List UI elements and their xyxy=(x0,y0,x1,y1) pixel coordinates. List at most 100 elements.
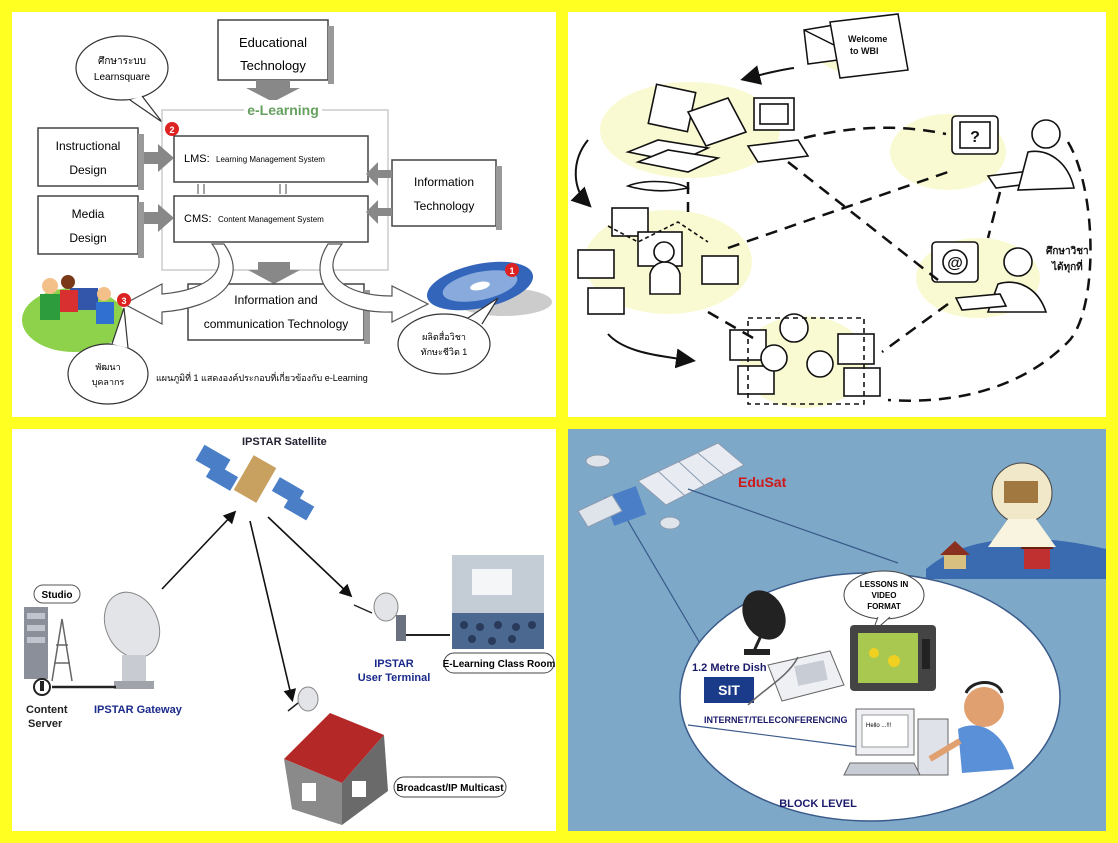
callout-course-media: ผลิตสื่อวิชา ทักษะชีวิต 1 xyxy=(397,297,499,375)
user-terminal-label: IPSTAR xyxy=(374,658,414,670)
television-icon xyxy=(850,625,936,691)
svg-text:LESSONS IN: LESSONS IN xyxy=(860,580,909,589)
arrow-down-top xyxy=(246,80,300,102)
satellite-dish-icon xyxy=(742,590,786,655)
svg-text:พัฒนา: พัฒนา xyxy=(95,362,120,372)
elearning-frame xyxy=(161,109,389,271)
arrow-left-1 xyxy=(366,162,392,186)
computer-operator-icon: Hello ...!!! xyxy=(843,681,1014,776)
arrow-right-1 xyxy=(144,144,174,172)
ipstar-gateway-label: IPSTAR Gateway xyxy=(94,704,183,716)
dish-label: 1.2 Metre Dish xyxy=(692,662,767,674)
people-computer-image xyxy=(22,275,126,352)
svg-text:@: @ xyxy=(947,255,963,272)
svg-text:communication Technology: communication Technology xyxy=(204,317,349,331)
arrow-letter xyxy=(740,65,795,85)
callout-personnel: พัฒนา บุคลากร xyxy=(67,307,149,405)
monitor-group-icon xyxy=(577,207,739,315)
svg-text:ศึกษาวิชา: ศึกษาวิชา xyxy=(1046,245,1089,257)
study-desk-icon xyxy=(625,83,810,192)
broadcast-label-box: Broadcast/IP Multicast xyxy=(393,776,507,798)
curved-arrow-right xyxy=(319,243,430,323)
person-email-monitor-icon: @ ศึกษาวิชา ได้ทุกที่ xyxy=(931,241,1089,313)
svg-text:Hello ...!!!: Hello ...!!! xyxy=(866,723,892,729)
distance-learning-network-sketch: Welcome to WBI ? @ xyxy=(568,12,1106,417)
svg-text:ศึกษาระบบ: ศึกษาระบบ xyxy=(98,55,146,67)
curved-arrow-left xyxy=(122,243,234,325)
arrow-down-bottom xyxy=(248,262,300,284)
svg-text:Studio: Studio xyxy=(41,590,72,601)
marker-3: 3 xyxy=(117,293,131,307)
sit-box: SIT xyxy=(704,677,754,703)
svg-text:SIT: SIT xyxy=(718,682,740,698)
person-question-monitor-icon: ? xyxy=(951,115,1075,191)
bottom-group-icon xyxy=(729,313,881,405)
svg-text:ได้ทุกที่: ได้ทุกที่ xyxy=(1051,259,1083,273)
svg-text:Server: Server xyxy=(28,718,63,730)
elearning-components-diagram: Educational Technology ศึกษาระบบ Learnsq… xyxy=(12,12,556,417)
arrow-left-curve xyxy=(570,139,592,208)
svg-text:Information and: Information and xyxy=(234,293,317,307)
studio-label-box: Studio xyxy=(33,584,81,604)
svg-text:LMS:: LMS: xyxy=(184,153,210,165)
svg-text:Instructional: Instructional xyxy=(56,139,121,153)
letter-envelope-icon: Welcome to WBI xyxy=(803,13,909,79)
svg-text:Broadcast/IP Multicast: Broadcast/IP Multicast xyxy=(396,783,504,794)
instructional-design-box: Instructional Design xyxy=(37,127,144,190)
information-technology-box: Information Technology xyxy=(391,159,502,230)
svg-text:3: 3 xyxy=(121,296,126,306)
svg-text:FORMAT: FORMAT xyxy=(867,602,901,611)
svg-text:to WBI: to WBI xyxy=(850,46,879,56)
arrow-left-2 xyxy=(366,200,392,224)
content-server-label: Content xyxy=(26,704,68,716)
svg-text:บุคลากร: บุคลากร xyxy=(92,377,125,388)
network-dashed-lines xyxy=(686,126,1092,402)
telephone-icon xyxy=(747,650,845,706)
internet-label: INTERNET/TELECONFERENCING xyxy=(704,715,848,725)
svg-text:Welcome: Welcome xyxy=(848,34,887,44)
ipstar-network-diagram: IPSTAR Satellite Studio Content Server I… xyxy=(12,429,556,831)
elearning-title: e-Learning xyxy=(247,102,319,118)
user-terminal-icon xyxy=(353,592,406,641)
cms-box: CMS: Content Management System xyxy=(173,195,369,243)
svg-text:ผลิตสื่อวิชา: ผลิตสื่อวิชา xyxy=(422,330,466,342)
arrow-bottom-curve xyxy=(607,333,696,369)
svg-text:Design: Design xyxy=(69,231,106,245)
svg-text:2: 2 xyxy=(169,125,174,135)
educational-technology-box: Educational Technology xyxy=(217,19,334,84)
lms-cms-links xyxy=(197,184,287,194)
edusat-diagram: EduSat LESSONS IN VIDEO FORMAT xyxy=(568,429,1106,831)
svg-text:Learnsquare: Learnsquare xyxy=(94,72,151,83)
highlight-blobs xyxy=(584,22,1040,408)
svg-text:VIDEO: VIDEO xyxy=(872,591,897,600)
svg-text:Information: Information xyxy=(414,175,474,189)
arrow-right-2 xyxy=(144,204,174,232)
lms-box: LMS: Learning Management System xyxy=(173,135,369,183)
ipstar-satellite-icon xyxy=(195,444,315,521)
svg-text:CMS:: CMS: xyxy=(184,213,212,225)
signal-arrows xyxy=(161,510,353,703)
house-icon xyxy=(284,686,388,825)
ipstar-satellite-label: IPSTAR Satellite xyxy=(242,436,327,448)
edusat-label: EduSat xyxy=(738,474,787,490)
marker-1: 1 xyxy=(505,263,519,277)
content-server-icon xyxy=(24,607,73,696)
svg-text:Media: Media xyxy=(72,207,105,221)
ipstar-gateway-dish-icon xyxy=(103,591,161,689)
internet-line xyxy=(687,724,859,748)
svg-text:Learning Management System: Learning Management System xyxy=(216,155,325,164)
svg-text:Technology: Technology xyxy=(414,199,475,213)
caption: แผนภูมิที่ 1 แสดงองค์ประกอบที่เกี่ยวข้อง… xyxy=(156,371,368,384)
village-image xyxy=(926,462,1106,579)
svg-text:E-Learning Class Room: E-Learning Class Room xyxy=(443,659,556,670)
svg-text:Content Management System: Content Management System xyxy=(218,215,324,224)
svg-text:?: ? xyxy=(970,129,980,146)
svg-text:Design: Design xyxy=(69,163,106,177)
classroom-photo xyxy=(452,555,544,649)
svg-text:Educational: Educational xyxy=(239,35,307,50)
classroom-label-box: E-Learning Class Room xyxy=(443,652,556,674)
svg-text:1: 1 xyxy=(509,266,514,276)
block-level-label: BLOCK LEVEL xyxy=(779,798,857,810)
media-design-box: Media Design xyxy=(37,195,144,258)
callout-learnsquare: ศึกษาระบบ Learnsquare xyxy=(75,35,169,123)
